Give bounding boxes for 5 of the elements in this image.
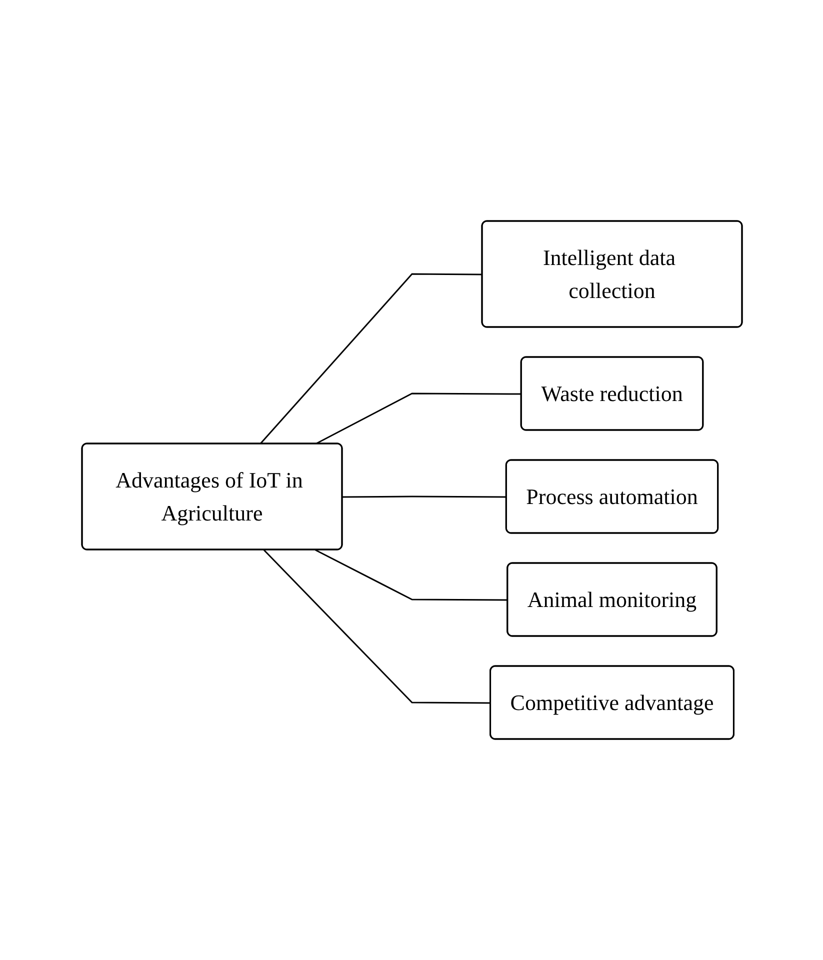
- connector: [342, 496, 506, 498]
- connector: [314, 392, 522, 445]
- connector: [259, 273, 482, 444]
- connector: [314, 549, 508, 601]
- connector: [262, 549, 490, 704]
